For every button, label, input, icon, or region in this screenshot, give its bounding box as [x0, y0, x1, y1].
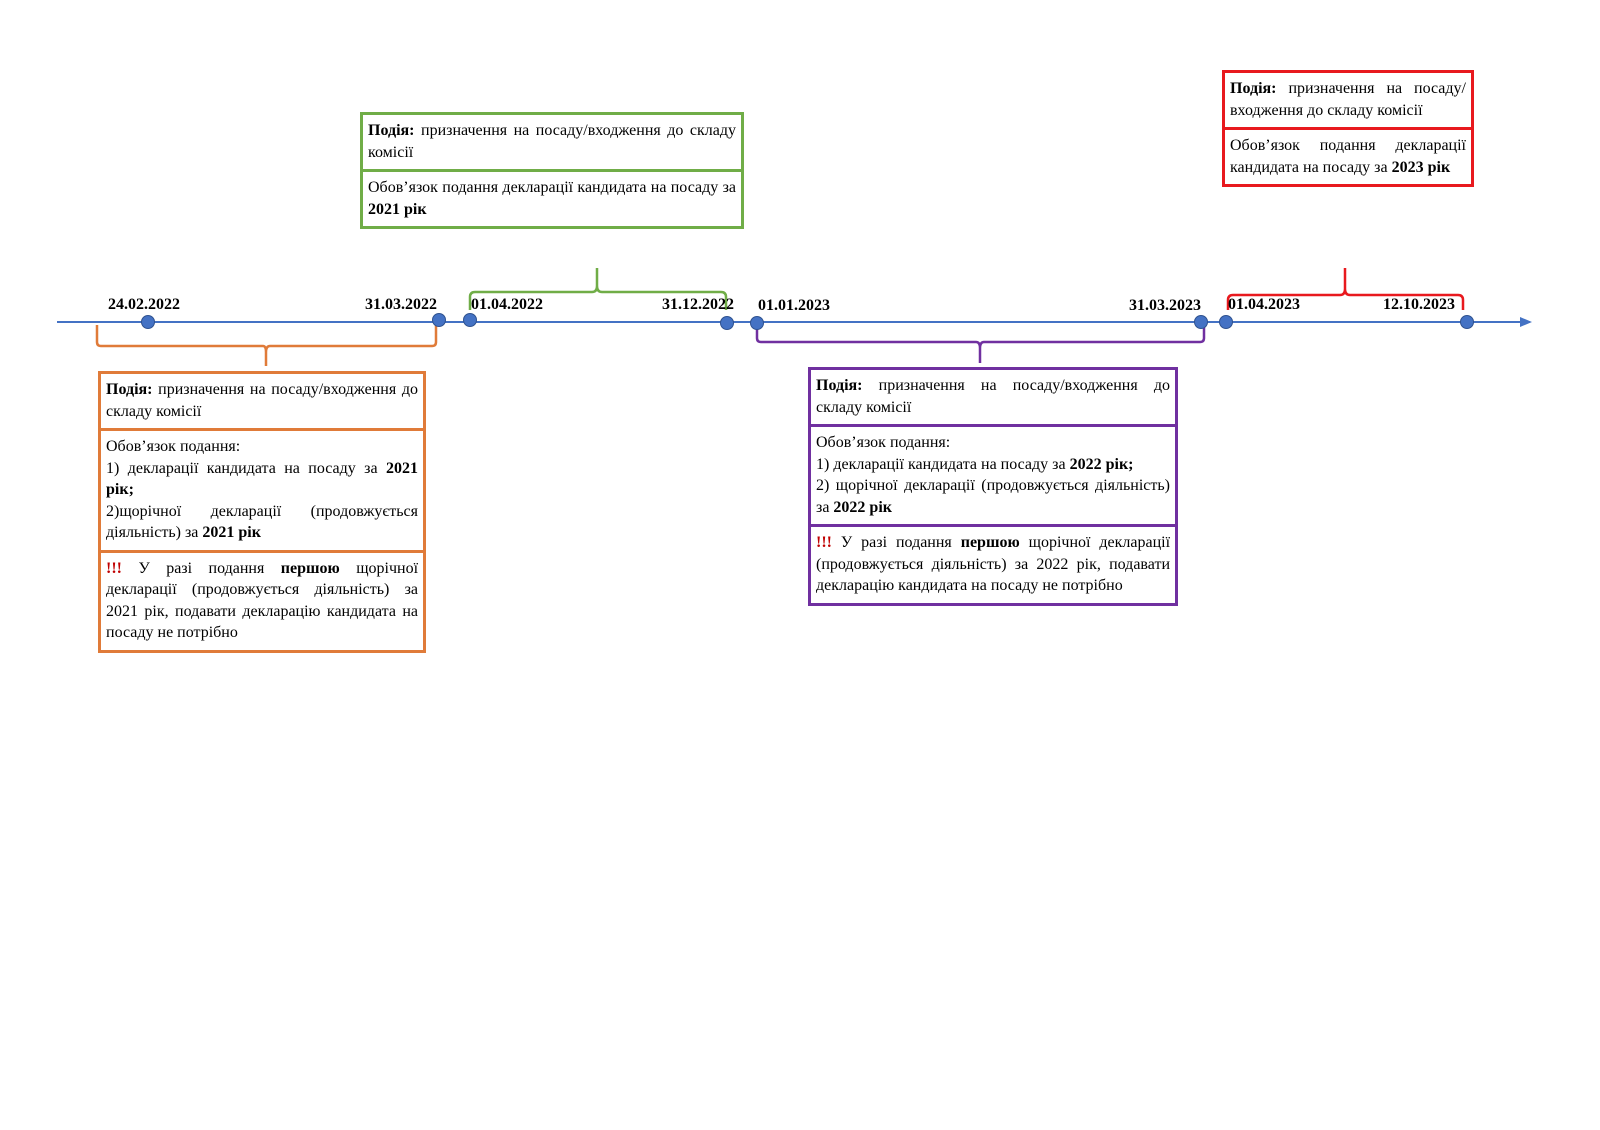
- date-marker-01-04-2023: [1219, 315, 1233, 329]
- date-label-12-10-2023: 12.10.2023: [1383, 296, 1455, 313]
- orange-duty-item-1: 1) декларації кандидата на посаду за 202…: [106, 458, 418, 501]
- green-duty-cell: Обов’язок подання декларації кандидата н…: [363, 169, 741, 226]
- purple-item1-year: 2022 рік;: [1069, 455, 1134, 473]
- purple-warning-bold: першою: [960, 534, 1020, 551]
- orange-item2-year: 2021 рік: [202, 524, 261, 541]
- purple-duty-item-1: 1) декларації кандидата на посаду за 202…: [816, 454, 1170, 476]
- orange-warning-post: щорічної декларації (продовжується діяль…: [106, 559, 419, 642]
- purple-warning-cell: !!! У разі подання першою щорічної декла…: [811, 524, 1175, 603]
- date-marker-31-03-2022: [432, 313, 446, 327]
- orange-event-label: Подія:: [106, 381, 153, 398]
- date-marker-12-10-2023: [1460, 315, 1474, 329]
- orange-item1-year: 2021 рік;: [106, 459, 418, 499]
- date-marker-01-01-2023: [750, 316, 764, 330]
- purple-event-label: Подія:: [816, 377, 863, 394]
- date-label-01-01-2023: 01.01.2023: [758, 297, 830, 314]
- orange-event-text: призначення на посаду/входження до склад…: [106, 381, 419, 420]
- green-event-text: призначення на посаду/входження до склад…: [368, 122, 736, 161]
- orange-item2-text: 2)щорічної декларації (продовжується дія…: [106, 502, 418, 542]
- date-label-31-12-2022: 31.12.2022: [662, 296, 734, 313]
- purple-item1-text: 1) декларації кандидата на посаду за: [816, 455, 1066, 473]
- red-duty-year: 2023 рік: [1391, 158, 1451, 176]
- orange-warning-bold: першою: [280, 559, 340, 577]
- red-info-box: Подія: призначення на посаду/входження д…: [1222, 70, 1474, 187]
- red-period-brace: [1226, 268, 1465, 310]
- orange-event-cell: Подія: призначення на посаду/входження д…: [101, 374, 423, 428]
- purple-item2-year: 2022 рік: [833, 498, 892, 516]
- orange-period-brace: [95, 325, 438, 366]
- purple-period-brace: [755, 325, 1206, 363]
- orange-duty-cell: Обов’язок подання: 1) декларації кандида…: [101, 428, 423, 550]
- green-event-cell: Подія: призначення на посаду/входження д…: [363, 115, 741, 169]
- purple-duty-item-2: 2) щорічної декларації (продовжується ді…: [816, 475, 1170, 518]
- date-label-31-03-2022: 31.03.2022: [365, 296, 437, 313]
- orange-warning-cell: !!! У разі подання першою щорічної декла…: [101, 549, 423, 650]
- orange-warning-mark: !!!: [106, 559, 122, 577]
- green-duty-text: Обов’язок подання декларації кандидата н…: [368, 179, 736, 196]
- purple-duty-cell: Обов’язок подання: 1) декларації кандида…: [811, 424, 1175, 524]
- red-duty-cell: Обов’язок подання декларації кандидата н…: [1225, 127, 1471, 184]
- date-marker-24-02-2022: [141, 315, 155, 329]
- purple-event-cell: Подія: призначення на посаду/входження д…: [811, 370, 1175, 424]
- orange-info-box: Подія: призначення на посаду/входження д…: [98, 371, 426, 653]
- green-duty-year: 2021 рік: [368, 200, 427, 218]
- date-label-24-02-2022: 24.02.2022: [108, 296, 180, 313]
- orange-duty-intro: Обов’язок подання:: [106, 438, 241, 455]
- purple-warning-pre: У разі подання: [840, 534, 952, 551]
- date-marker-31-12-2022: [720, 316, 734, 330]
- date-marker-01-04-2022: [463, 313, 477, 327]
- red-event-text: призначення на посаду/входження до склад…: [1230, 80, 1466, 119]
- date-label-01-04-2022: 01.04.2022: [471, 296, 543, 313]
- date-label-31-03-2023: 31.03.2023: [1129, 297, 1201, 314]
- green-event-label: Подія:: [368, 122, 415, 139]
- purple-warning-mark: !!!: [816, 534, 832, 551]
- red-event-cell: Подія: призначення на посаду/входження д…: [1225, 73, 1471, 127]
- red-duty-text: Обов’язок подання декларації кандидата н…: [1230, 137, 1466, 176]
- purple-duty-intro: Обов’язок подання:: [816, 434, 951, 451]
- orange-warning-pre: У разі подання: [138, 559, 265, 577]
- green-period-brace: [468, 268, 728, 310]
- red-event-label: Подія:: [1230, 80, 1277, 97]
- purple-info-box: Подія: призначення на посаду/входження д…: [808, 367, 1178, 606]
- date-label-01-04-2023: 01.04.2023: [1228, 296, 1300, 313]
- orange-duty-item-2: 2)щорічної декларації (продовжується дія…: [106, 501, 418, 544]
- orange-item1-text: 1) декларації кандидата на посаду за: [106, 459, 378, 477]
- date-marker-31-03-2023: [1194, 315, 1208, 329]
- green-info-box: Подія: призначення на посаду/входження д…: [360, 112, 744, 229]
- purple-event-text: призначення на посаду/входження до склад…: [816, 377, 1171, 416]
- purple-warning-post: щорічної декларації (продовжується діяль…: [816, 534, 1171, 594]
- purple-item2-text: 2) щорічної декларації (продовжується ді…: [816, 477, 1170, 516]
